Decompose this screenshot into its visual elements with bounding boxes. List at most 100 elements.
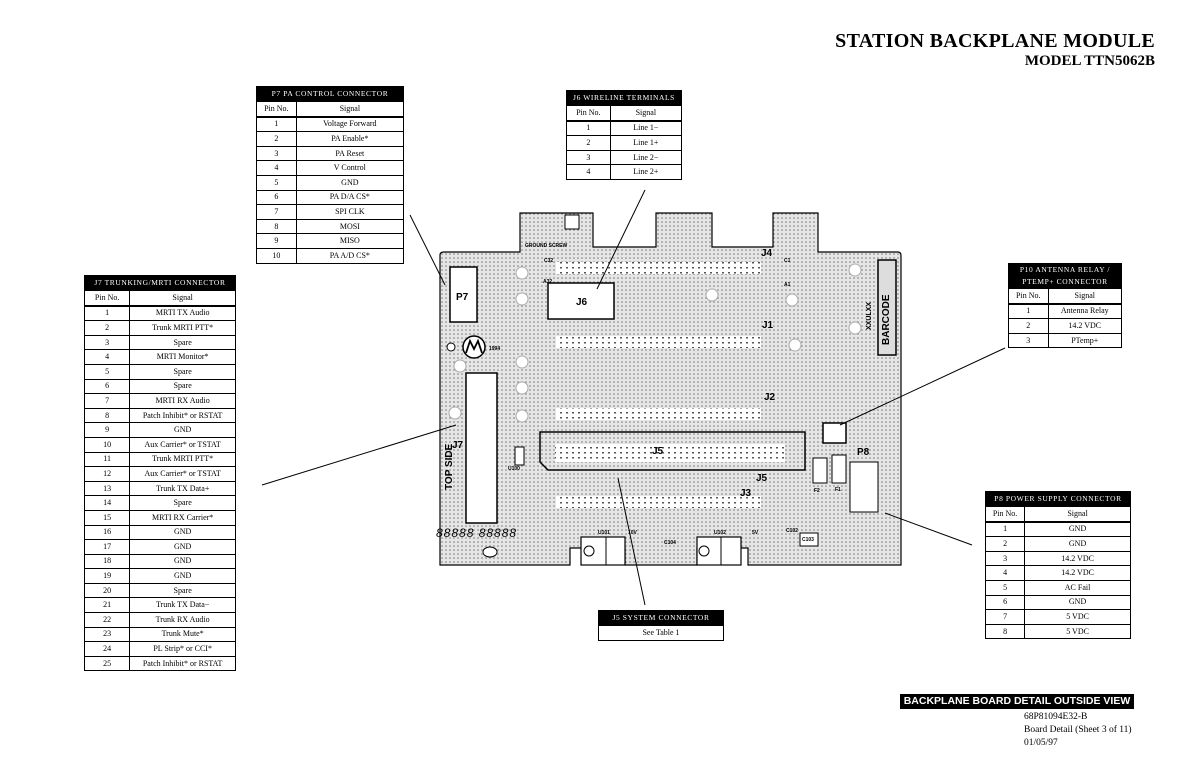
c102-cap [799, 532, 819, 547]
f1-label: F1 [835, 487, 841, 493]
u101-label: U101 [598, 530, 610, 536]
signal-name: Trunk RX Audio [129, 612, 236, 628]
copyright-icon [446, 342, 456, 352]
j5-table-note: See Table 1 [598, 625, 724, 641]
pin-number: 17 [83, 539, 131, 555]
signal-name: 14.2 VDC [1047, 318, 1123, 334]
pin-number: 3 [984, 550, 1026, 567]
pin-number: 2 [984, 536, 1026, 552]
pin-number: 1 [83, 305, 131, 322]
signal-name: GND [295, 174, 405, 191]
j5-system-table: J5 SYSTEM CONNECTOR See Table 1 [598, 610, 724, 641]
signal-name: Aux Carrier* or TSTAT [129, 466, 236, 482]
footer-title-bar: BACKPLANE BOARD DETAIL OUTSIDE VIEW [900, 694, 1134, 709]
pin-number: 1 [256, 116, 297, 133]
signal-name: 5 VDC [1024, 623, 1131, 640]
pin-number: 3 [256, 145, 297, 162]
callout-lines [261, 189, 1006, 606]
j2-label: J2 [764, 392, 776, 403]
signal-name: Aux Carrier* or TSTAT [129, 436, 236, 453]
regulator-u101 [580, 536, 626, 566]
c32-label: C32 [544, 258, 554, 264]
signal-column-header: Signal [609, 104, 683, 122]
signal-name: 5 VDC [1024, 609, 1131, 625]
pin-number: 4 [256, 160, 297, 176]
pin-number: 11 [83, 451, 131, 468]
pin-number: 8 [83, 407, 131, 424]
signal-name: Trunk Mute* [129, 626, 236, 643]
signal-name: AC Fail [1024, 579, 1131, 596]
signal-name: PA Enable* [295, 131, 405, 147]
pin-column-header: Pin No. [1008, 287, 1049, 305]
signal-name: Patch Inhibit* or RSTAT [129, 407, 236, 424]
pin-number: 1 [984, 521, 1026, 538]
signal-column-header: Signal [1024, 505, 1131, 523]
u100 [514, 446, 525, 466]
xxulxx-label: XXULXX [866, 301, 873, 330]
signal-name: Trunk MRTI PTT* [129, 320, 236, 336]
signal-column-header: Signal [1047, 287, 1123, 305]
pin-number: 3 [566, 149, 611, 166]
signal-name: PTemp+ [1047, 332, 1123, 349]
pin-number: 3 [83, 334, 131, 351]
pin-number: 4 [984, 565, 1026, 581]
document-title: STATION BACKPLANE MODULE [835, 30, 1155, 52]
c102-label: C102 [786, 528, 798, 534]
p8-table-title: P8 POWER SUPPLY CONNECTOR [985, 491, 1131, 507]
c103-label: C103 [802, 537, 814, 543]
u102-label: U102 [714, 530, 726, 536]
signal-name: PA D/A CS* [295, 189, 405, 206]
signal-name: Trunk TX Data+ [129, 480, 236, 497]
j5-connector [539, 431, 806, 471]
pin-number: 9 [256, 233, 297, 249]
p10-connector [822, 422, 847, 444]
pin-number: 6 [984, 594, 1026, 611]
a1-label: A1 [784, 282, 791, 288]
pin-number: 13 [83, 480, 131, 497]
signal-name: GND [129, 422, 236, 438]
signal-name: Line 1− [609, 120, 683, 137]
pin-number: 7 [984, 609, 1026, 625]
signal-name: V Control [295, 160, 405, 176]
pin-number: 7 [256, 204, 297, 220]
signal-name: MISO [295, 233, 405, 249]
j6-table-title: J6 WIRELINE TERMINALS [566, 90, 682, 106]
year-label: 1994 [489, 346, 501, 352]
j5-label-2: J5 [756, 473, 768, 484]
pin-number: 2 [83, 320, 131, 336]
pin-column-header: Pin No. [984, 505, 1026, 523]
pin-number: 3 [1008, 332, 1049, 349]
j5-label: J5 [652, 446, 664, 457]
pin-number: 2 [1008, 318, 1049, 334]
pin-number: 6 [83, 378, 131, 395]
pin-number: 7 [83, 393, 131, 409]
pin-number: 18 [83, 553, 131, 570]
pin-number: 8 [256, 218, 297, 235]
signal-name: PA A/D CS* [295, 247, 405, 264]
pin-number: 12 [83, 466, 131, 482]
